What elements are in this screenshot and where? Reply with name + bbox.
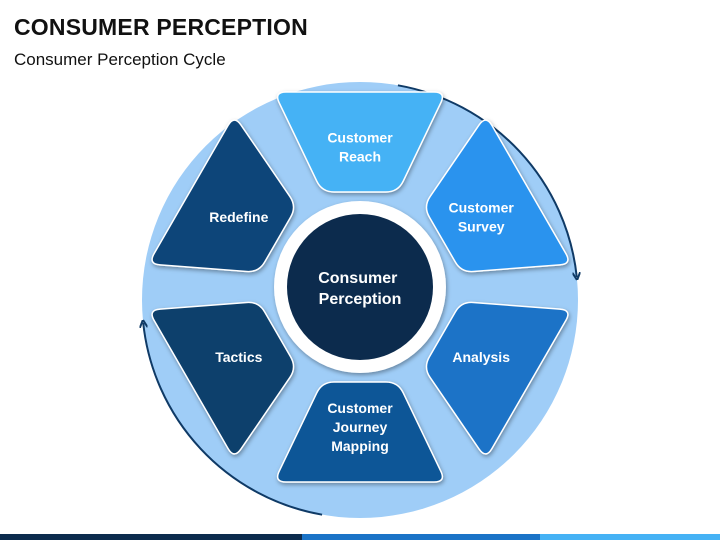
segment-label-line: Analysis — [452, 349, 510, 365]
center-circle — [287, 214, 433, 360]
segment-label-line: Tactics — [215, 349, 262, 365]
segment-label-analysis: Analysis — [452, 349, 510, 365]
segment-shape-tactics — [151, 301, 295, 455]
center-label: Consumer Perception — [318, 270, 402, 308]
footer-bar — [0, 534, 720, 540]
segment-tactics: Tactics — [151, 301, 295, 455]
segment-label-redefine: Redefine — [209, 209, 268, 225]
center-label-line-1: Consumer — [318, 270, 397, 287]
footer-segment-mid — [302, 534, 540, 540]
footer-segment-light — [539, 534, 720, 540]
segment-shape-redefine — [151, 119, 295, 273]
segment-label-line: Mapping — [331, 438, 389, 454]
segment-label-line: Journey — [333, 419, 388, 435]
segment-redefine: Redefine — [151, 119, 295, 273]
segment-shape-customer-journey-mapping — [276, 381, 444, 483]
cycle-arrow-left — [143, 323, 323, 516]
segment-label-line: Redefine — [209, 209, 268, 225]
segment-shape-analysis — [425, 301, 569, 455]
segment-label-tactics: Tactics — [215, 349, 262, 365]
segment-shape-customer-reach — [276, 91, 444, 193]
segment-label-line: Survey — [458, 219, 505, 235]
segment-analysis: Analysis — [425, 301, 569, 455]
page-title: CONSUMER PERCEPTION — [14, 14, 308, 40]
center-label-line-2: Perception — [319, 291, 402, 308]
segment-label-line: Reach — [339, 149, 381, 165]
segment-label-line: Customer — [449, 200, 515, 216]
page-subtitle: Consumer Perception Cycle — [14, 50, 226, 69]
segment-shape-customer-survey — [425, 119, 569, 273]
segment-label-line: Customer — [327, 130, 393, 146]
footer-segment-dark — [0, 534, 303, 540]
segment-label-line: Customer — [327, 400, 393, 416]
